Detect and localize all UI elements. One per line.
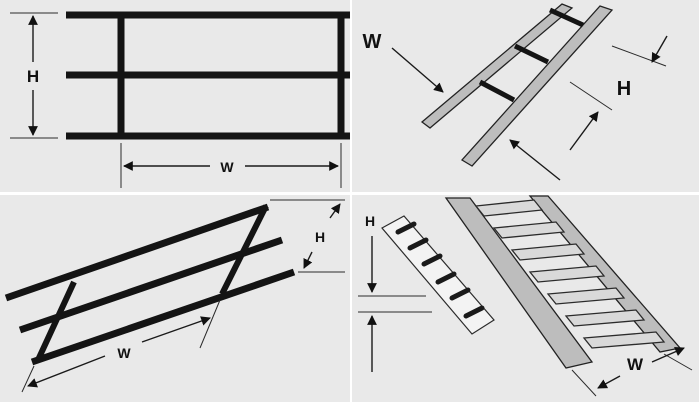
ladder-width-label: W: [363, 31, 382, 53]
tread-hatch-1: [395, 221, 417, 235]
stair-width-extension-right: [663, 353, 693, 371]
angled-width-arrow-right: [141, 316, 211, 343]
stair-width-arrow-left: [597, 375, 621, 389]
stair-drawing: [444, 195, 682, 369]
handrail-angled-drawing: [4, 203, 296, 366]
stair-tread-detail: [381, 215, 495, 335]
handrail-angled-height-dimension: H: [270, 199, 345, 273]
stair-tread-3: [510, 243, 586, 261]
angled-right-post: [219, 204, 269, 296]
height-label: H: [27, 67, 39, 86]
ladder-right-rail: [460, 5, 614, 167]
ladder-height-label: H: [617, 78, 631, 100]
stair-width-extension-left: [571, 369, 597, 397]
ladder-height-dimension: H: [569, 35, 668, 151]
stair-width-arrow-right: [651, 347, 685, 363]
stair-tread-4: [528, 265, 606, 283]
stair-left-stringer: [444, 197, 594, 369]
ladder-height-extension-lower: [569, 81, 613, 111]
tread-hatch-6: [463, 305, 485, 319]
tread-hatch-4: [435, 271, 457, 285]
angled-left-post: [35, 280, 77, 362]
stair-height-dimension: H: [358, 213, 432, 372]
angled-top-rail: [4, 203, 270, 302]
ladder-width-dimension: W: [363, 31, 561, 181]
width-label: W: [220, 159, 234, 175]
handrail-front-height-dimension: H: [10, 12, 58, 139]
stair-tread-7: [582, 331, 666, 349]
angled-width-label: W: [117, 345, 131, 361]
stair-height-label: H: [365, 213, 375, 229]
ladder-height-arrow-bottom: [569, 111, 599, 151]
ladder-rung-3: [548, 7, 585, 28]
tread-hatch-2: [407, 237, 429, 251]
panel-handrail-angled: [0, 195, 350, 402]
stair-tread-1: [474, 199, 544, 217]
stair-tread-5: [546, 287, 626, 305]
ladder-width-arrow-out: [509, 139, 561, 181]
handrail-front-width-dimension: W: [120, 143, 342, 188]
angled-width-arrow-left: [27, 355, 106, 388]
ladder-height-arrow-top: [651, 35, 668, 63]
stair-width-dimension: W: [571, 347, 693, 397]
handrail-angled-width-dimension: W: [21, 299, 221, 393]
ladder-rung-2: [513, 43, 550, 65]
angled-height-arrow-bottom: [303, 251, 313, 269]
ladder-drawing: [420, 3, 614, 167]
angled-height-arrow-top: [329, 203, 341, 219]
ladder-rung-1: [478, 79, 516, 103]
stair-tread-2: [492, 221, 566, 239]
handrail-front-drawing: [66, 11, 350, 140]
angled-bottom-rail: [30, 268, 296, 366]
panel-handrail-front: [0, 0, 350, 192]
stair-width-label: W: [627, 355, 644, 374]
stair-tread-6: [564, 309, 646, 327]
tread-hatch-3: [421, 253, 443, 267]
angled-height-label: H: [315, 229, 325, 245]
ladder-width-arrow-in: [391, 47, 444, 93]
tread-hatch-5: [449, 287, 471, 301]
